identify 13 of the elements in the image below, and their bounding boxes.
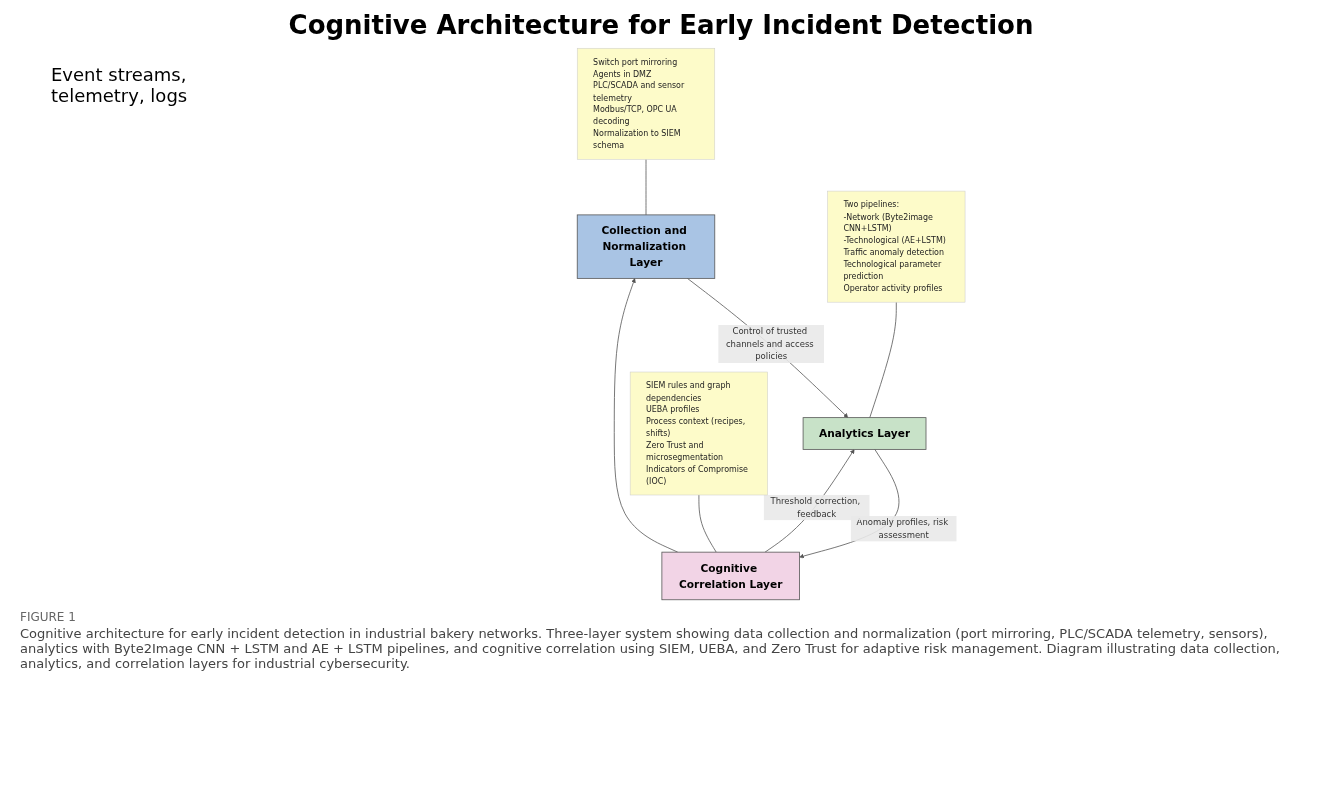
connector (698, 494, 717, 553)
node-box: Analytics Layer (802, 417, 927, 450)
figure-number: FIGURE 1 (20, 610, 76, 624)
edge-label: Control of trusted channels and access policies (725, 325, 814, 362)
connector (645, 158, 647, 216)
node-box: Collection and Normalization Layer (576, 214, 716, 279)
connector (869, 301, 897, 419)
edge-label: Anomaly profiles, risk assessment (856, 517, 948, 540)
node-box: Cognitive Correlation Layer (661, 551, 800, 601)
edge-label: Threshold correction, feedback (770, 495, 860, 519)
figure-caption: Cognitive architecture for early incident detection in industrial bakery networks. Three-layer system showing data collection and normalization (port mirroring, PLC/SCADA telemetry, sensors), analytics with Byte2Image CNN + LSTM and AE + LSTM pipelines, and cognitive correlation using SIEM, UEBA, and Zero Trust for adaptive risk management. Diagram illustrating data collection, analytics, and correlation layers for industrial cybersecurity. (20, 626, 1281, 671)
input-label: Event streams, telemetry, logs (51, 64, 189, 106)
diagram-title: Cognitive Architecture for Early Incident Detection (288, 10, 1034, 40)
